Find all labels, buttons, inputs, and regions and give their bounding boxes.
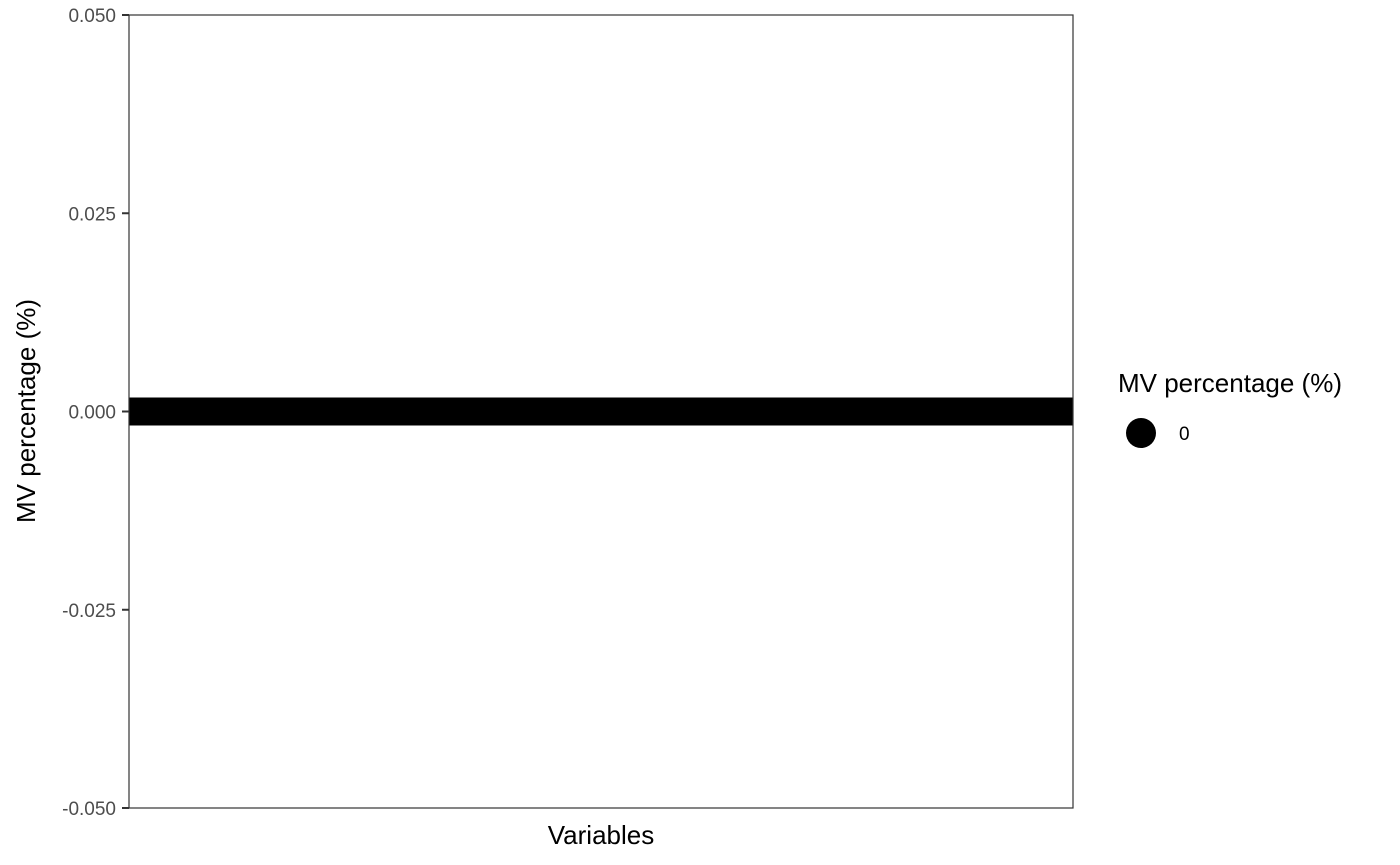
y-tick-label: 0.000: [68, 403, 116, 424]
y-tick-label: 0.025: [68, 204, 116, 225]
x-axis-title: Variables: [548, 820, 654, 850]
plot-area: [128, 14, 1074, 809]
y-tick-label: 0.050: [68, 6, 116, 27]
y-axis-title: MV percentage (%): [11, 299, 41, 523]
y-tick-label: -0.025: [62, 601, 116, 622]
y-tick-label: -0.050: [62, 799, 116, 820]
legend-title: MV percentage (%): [1118, 368, 1342, 398]
legend-entries: 0: [1126, 418, 1190, 448]
legend-key-circle: [1126, 418, 1156, 448]
legend: MV percentage (%) 0: [1118, 368, 1342, 448]
legend-entry-label: 0: [1179, 424, 1190, 445]
y-axis-ticks: -0.050 -0.025 0.000 0.025 0.050: [62, 6, 129, 820]
